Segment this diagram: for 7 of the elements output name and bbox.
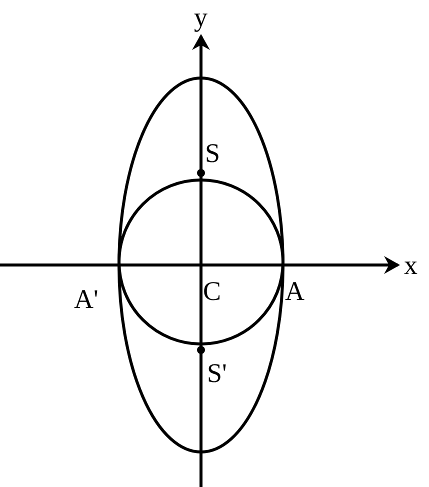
point-label: S xyxy=(205,140,220,167)
point-label: A xyxy=(285,278,304,305)
axis-label: y xyxy=(194,4,208,31)
point-label: S' xyxy=(207,360,227,387)
point-label: C xyxy=(203,278,222,305)
point-label: A' xyxy=(74,286,98,313)
axis-label: x xyxy=(404,252,418,279)
